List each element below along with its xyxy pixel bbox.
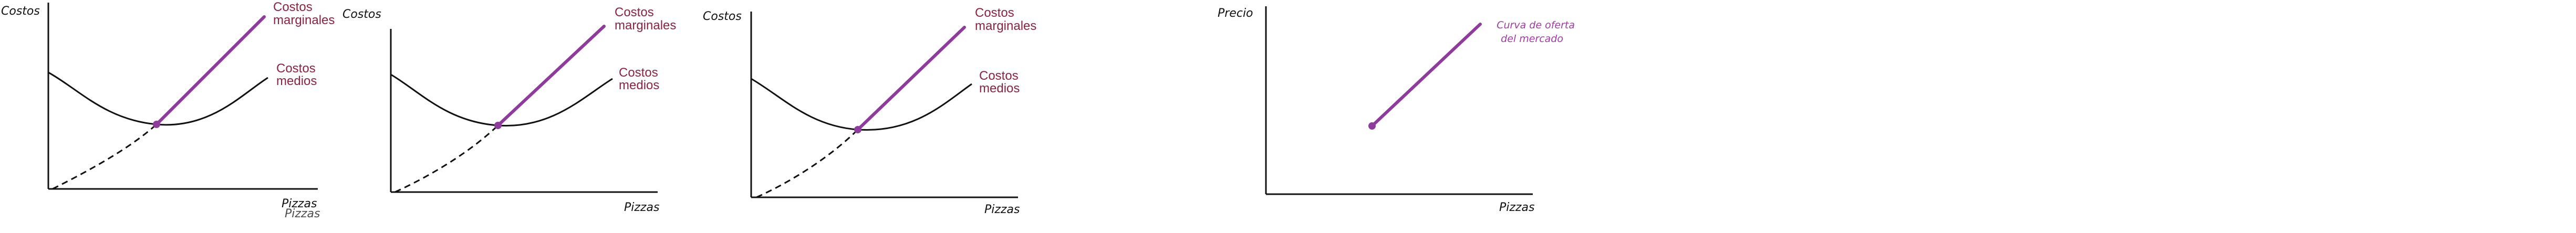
supply-curve-segment [856, 26, 966, 131]
x-axis-label: Pizzas [624, 201, 659, 214]
average-cost-label-line1: Costos [979, 69, 1019, 83]
marginal-cost-label-line1: Costos [273, 0, 313, 14]
marginal-cost-label-line1: Costos [615, 5, 654, 19]
y-axis-label: Precio [1218, 7, 1253, 20]
supply-curve-segment [155, 15, 266, 126]
market-supply-label-line1: Curva de oferta [1497, 19, 1575, 31]
average-cost-label-line2: medios [619, 78, 659, 92]
minimum-average-cost-point [494, 122, 502, 129]
average-cost-curve [390, 73, 613, 127]
x-axis-label: Pizzas [282, 197, 317, 210]
marginal-cost-dashed-curve [52, 123, 158, 190]
y-axis-label: Costos [342, 8, 381, 21]
average-cost-label-line2: medios [979, 81, 1020, 96]
marginal-cost-label-line2: marginales [975, 19, 1036, 33]
minimum-average-cost-point [854, 126, 861, 133]
marginal-cost-dashed-curve [756, 129, 859, 198]
market-supply-curve [1370, 23, 1482, 128]
average-cost-label-line2: medios [276, 74, 317, 88]
market-supply-label-line2: del mercado [1501, 33, 1563, 45]
supply-curve-segment [496, 25, 606, 127]
cost-panel-1: Costos Costos marginales Costos medios P… [1, 0, 335, 220]
minimum-average-cost-point [153, 121, 160, 128]
average-cost-curve [48, 71, 268, 126]
average-cost-label-line1: Costos [619, 66, 658, 80]
y-axis-label: Costos [1, 5, 40, 18]
marginal-cost-dashed-curve [394, 124, 499, 193]
x-axis-label: Pizzas [984, 203, 1020, 216]
average-cost-curve [751, 78, 972, 131]
marginal-cost-label-line2: marginales [273, 13, 335, 27]
x-axis-label-ghost: Pizzas [285, 207, 320, 220]
market-supply-start-point [1368, 122, 1376, 130]
cost-panel-3: Costos Costos marginales Costos medios P… [703, 6, 1036, 216]
marginal-cost-label-line2: marginales [615, 18, 676, 33]
market-panel: Precio Curva de oferta del mercado Pizza… [1218, 6, 1575, 214]
cost-panel-2: Costos Costos marginales Costos medios P… [342, 5, 676, 214]
y-axis-label: Costos [703, 10, 742, 23]
average-cost-label-line1: Costos [276, 61, 316, 76]
marginal-cost-label-line1: Costos [975, 6, 1014, 20]
x-axis-label: Pizzas [1499, 201, 1534, 214]
